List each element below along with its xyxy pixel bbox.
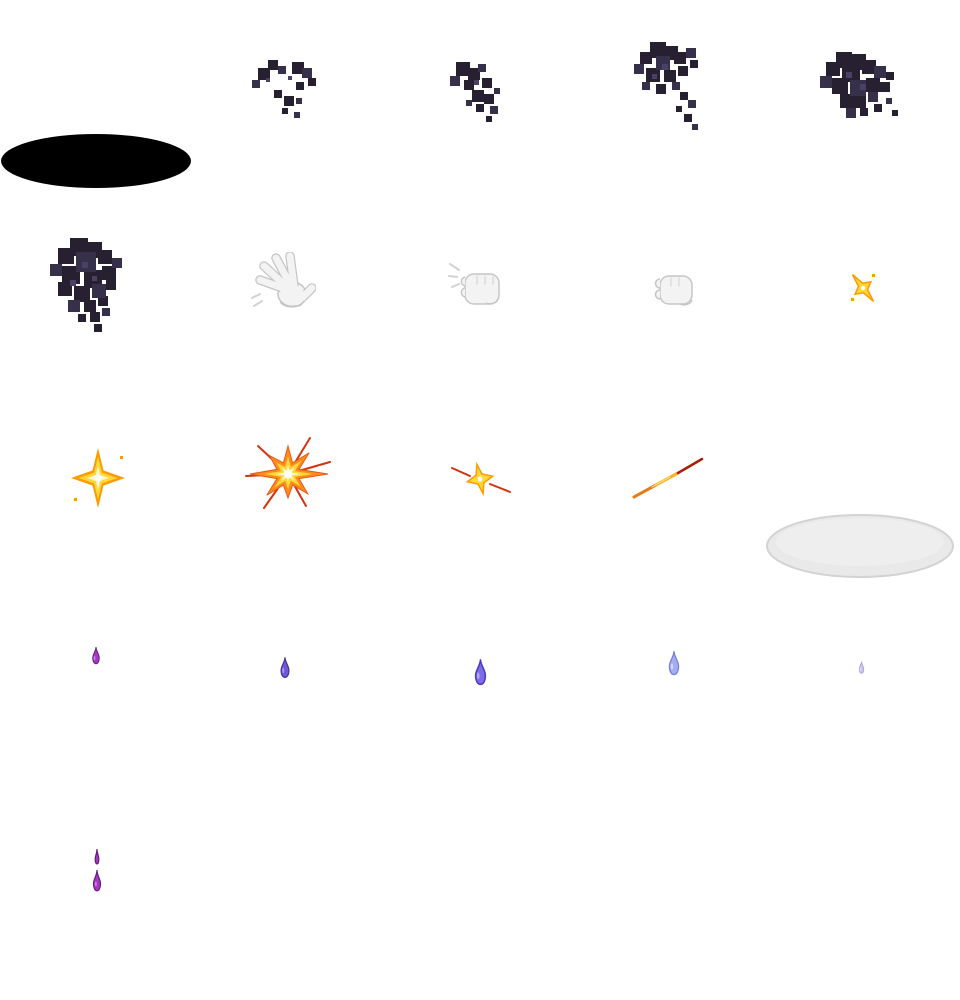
small-burst-sprite (451, 461, 511, 497)
sparkle-star-sprite (71, 448, 125, 508)
raindrop-violet-medium-sprite (280, 657, 290, 679)
platform-ellipse-sprite (766, 514, 954, 578)
large-burst-sprite (245, 437, 331, 509)
raindrop-magenta-sprite (92, 646, 100, 665)
tiny-spark-sprite (851, 274, 875, 302)
smoke-frame-3-sprite (634, 42, 698, 130)
smoke-frame-4-sprite (820, 52, 898, 118)
raindrop-splash-sprite (92, 848, 102, 892)
black-shadow-ellipse-sprite (1, 134, 191, 188)
smoke-frame-5-sprite (50, 238, 122, 332)
smoke-frame-2-sprite (450, 62, 500, 122)
smoke-frame-1-sprite (252, 60, 316, 118)
raindrop-pale-thin-sprite (858, 661, 865, 674)
fist-motion-sprite (448, 263, 500, 305)
raindrop-violet-large-sprite (474, 659, 487, 686)
raindrop-periwinkle-sprite (668, 651, 680, 676)
open-hand-sprite (251, 252, 316, 308)
fist-sprite (654, 275, 693, 306)
fire-streak-sprite (632, 457, 704, 499)
